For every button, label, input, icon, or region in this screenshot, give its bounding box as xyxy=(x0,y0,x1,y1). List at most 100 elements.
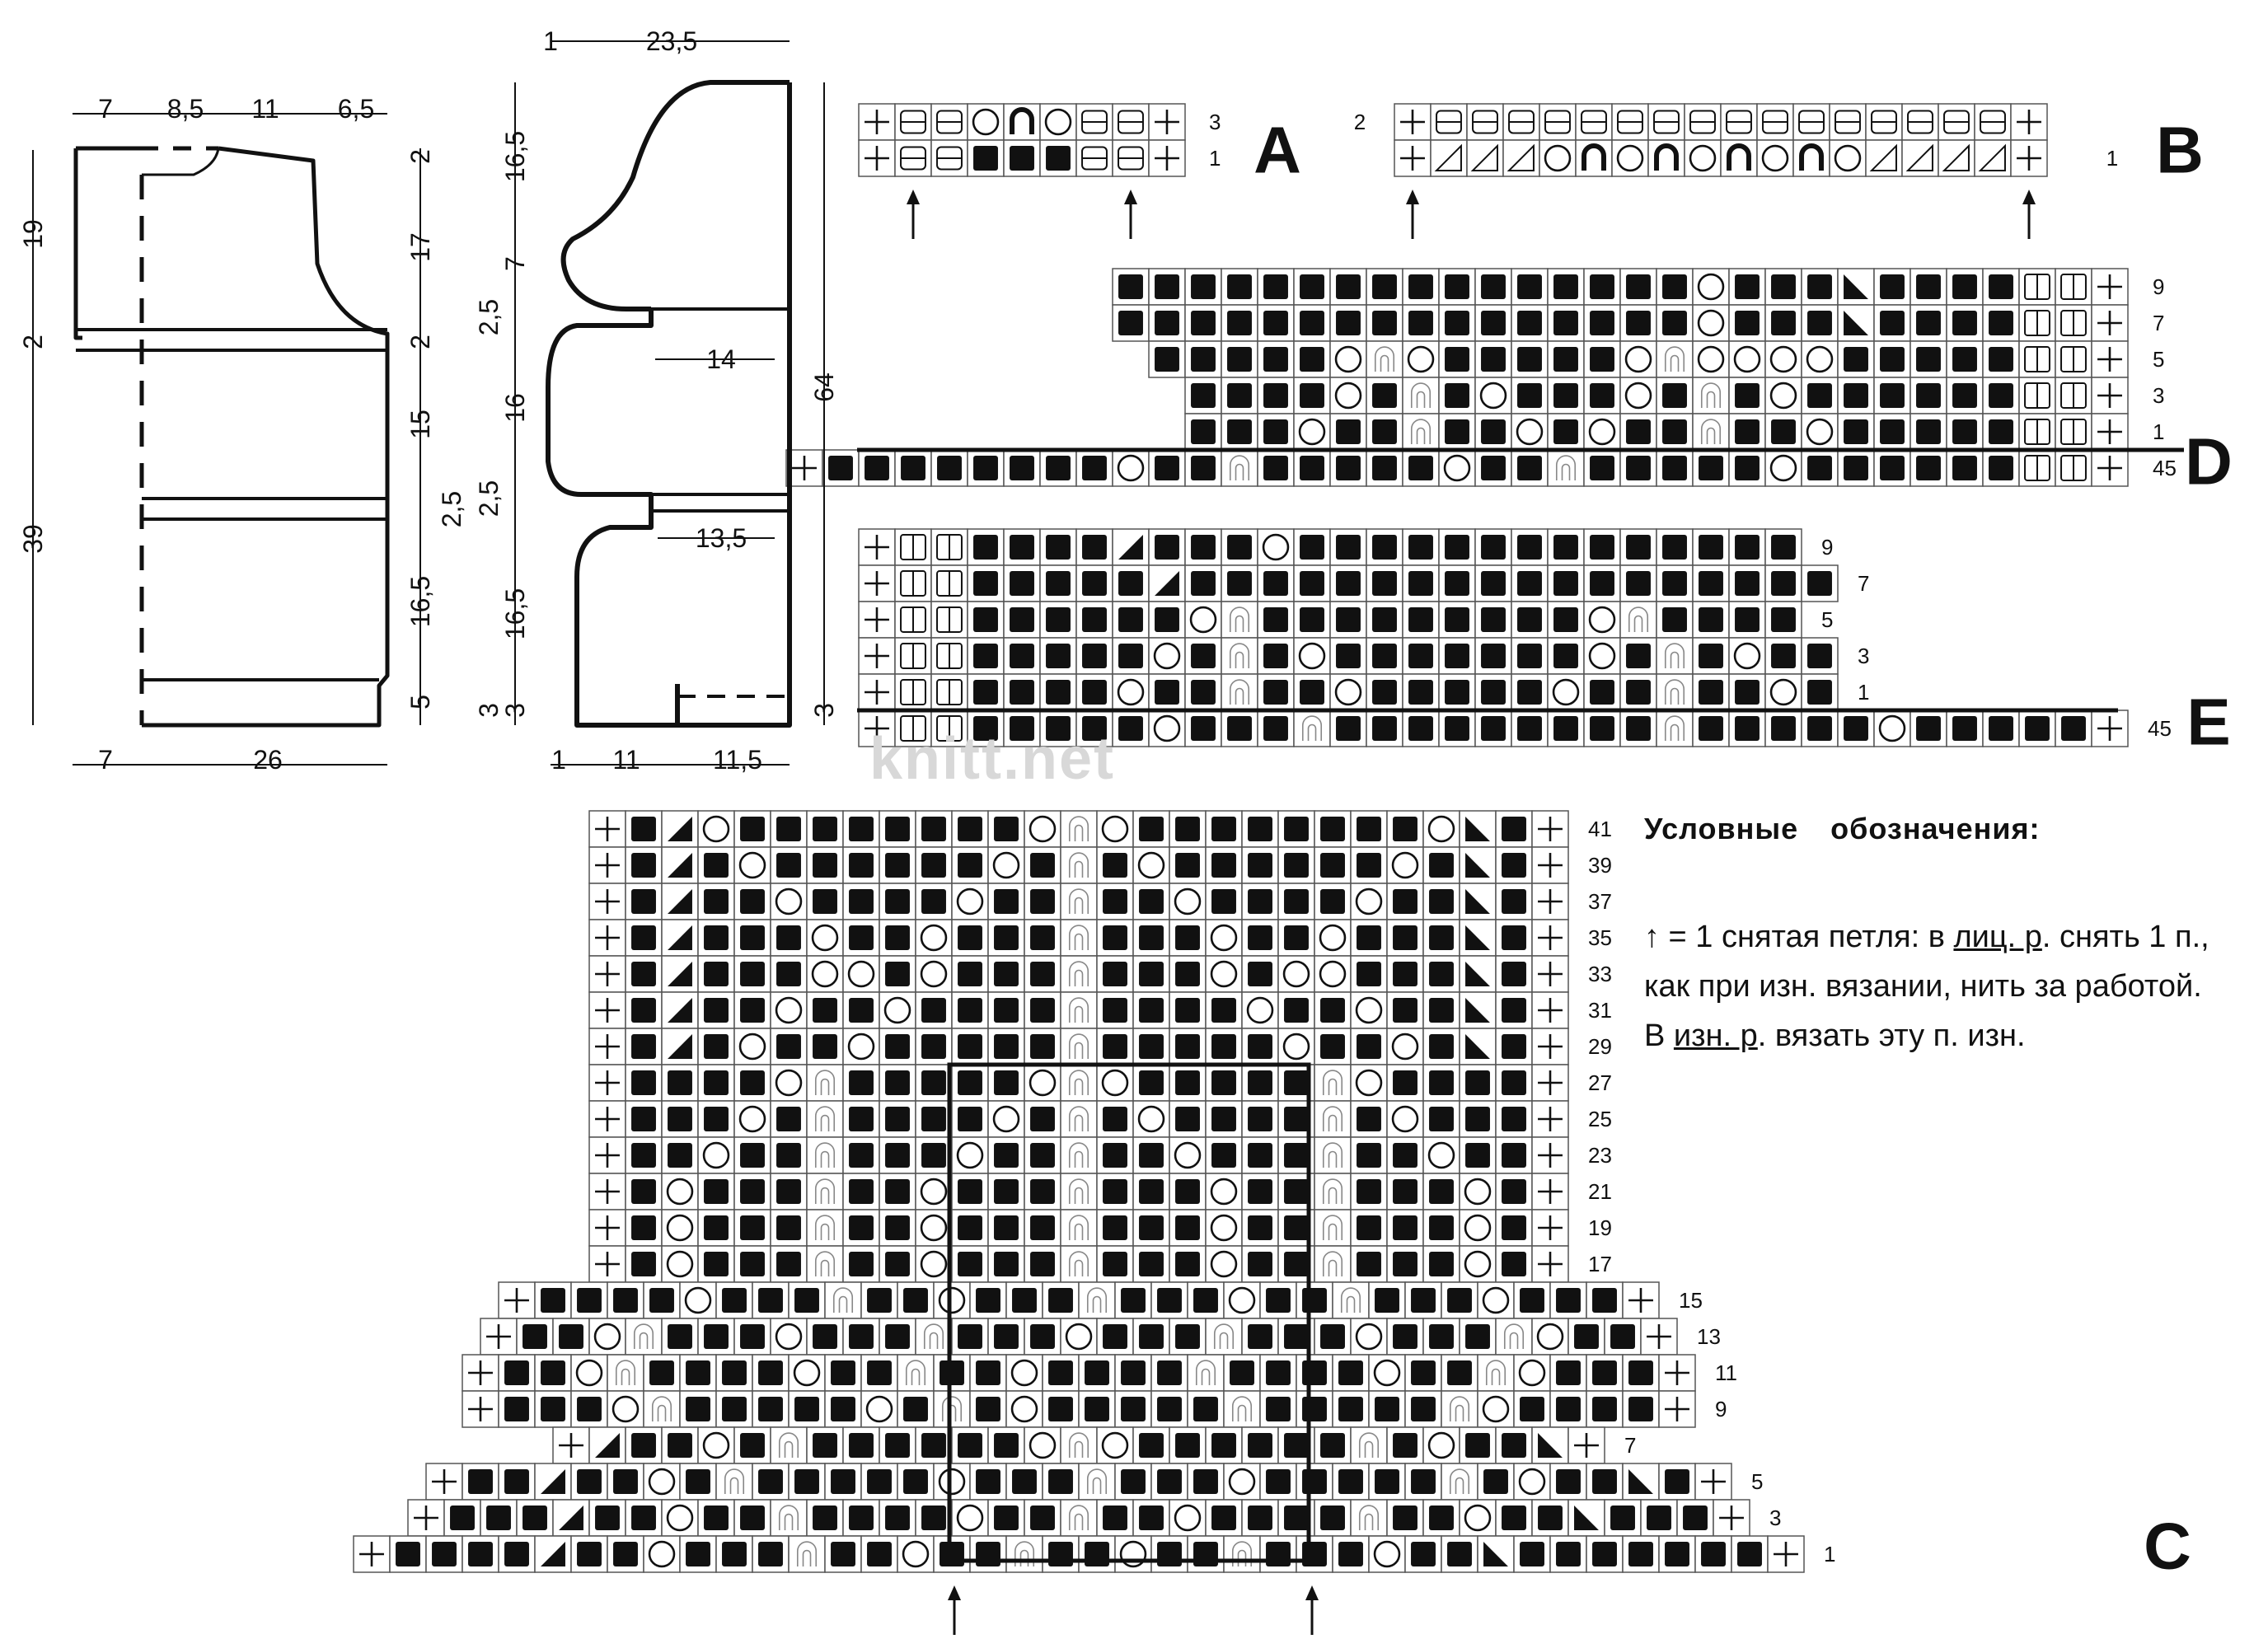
purl-symbol xyxy=(1048,1360,1073,1385)
purl-symbol xyxy=(1248,1070,1272,1095)
purl-symbol xyxy=(1302,1469,1327,1494)
yarn-over-symbol xyxy=(1769,345,1797,373)
yarn-over-symbol xyxy=(1769,382,1797,410)
legend-underline-1: лиц. р xyxy=(1953,920,2042,954)
purl-symbol xyxy=(1248,889,1272,914)
purl-symbol xyxy=(1445,716,1469,741)
purl-symbol xyxy=(921,1506,946,1530)
yarn-over-symbol xyxy=(666,1178,694,1206)
purl-symbol xyxy=(994,1143,1019,1168)
dim-label: 13,5 xyxy=(696,523,747,553)
yarn-over-symbol xyxy=(1427,1141,1455,1169)
twisted-stitch-symbol xyxy=(1485,1360,1507,1385)
yarn-over-symbol xyxy=(793,1359,821,1387)
purl-symbol xyxy=(1447,1288,1472,1313)
purl-symbol xyxy=(1481,680,1506,705)
purl-symbol xyxy=(1408,607,1433,632)
purl-symbol xyxy=(1263,571,1288,596)
purl-symbol xyxy=(776,925,801,950)
twisted-stitch-symbol xyxy=(1340,1287,1361,1313)
purl-symbol xyxy=(1626,716,1651,741)
twisted-stitch-symbol xyxy=(1410,382,1432,408)
bobble-symbol xyxy=(1654,143,1679,171)
yarn-over-symbol xyxy=(938,1468,966,1496)
purl-symbol xyxy=(1408,644,1433,668)
purl-symbol xyxy=(1502,1143,1526,1168)
purl-symbol xyxy=(1211,1034,1236,1059)
purl-symbol xyxy=(2025,716,2050,741)
yarn-over-symbol xyxy=(1153,642,1181,670)
purl-symbol xyxy=(704,1252,729,1276)
purl-symbol xyxy=(1211,1107,1236,1131)
purl-symbol xyxy=(740,1179,765,1204)
purl-symbol xyxy=(1118,311,1143,335)
purl-symbol xyxy=(1157,1469,1182,1494)
twisted-stitch-inner xyxy=(1235,687,1244,705)
purl-symbol xyxy=(1300,535,1324,560)
purl-symbol xyxy=(1502,889,1526,914)
purl-symbol xyxy=(1103,1215,1127,1240)
purl-symbol xyxy=(973,680,998,705)
purl-symbol xyxy=(1155,535,1179,560)
yarn-over-symbol xyxy=(1761,144,1789,172)
legend-text-1: = 1 снятая петля: в xyxy=(1660,920,1954,954)
purl-symbol xyxy=(1590,571,1614,596)
purl-symbol xyxy=(1553,419,1578,444)
purl-symbol xyxy=(1211,1143,1236,1168)
yarn-over-symbol xyxy=(612,1395,640,1423)
purl-symbol xyxy=(903,1288,928,1313)
purl-symbol xyxy=(1048,1397,1073,1421)
purl-symbol xyxy=(1408,535,1433,560)
yarn-over-symbol xyxy=(1210,1178,1238,1206)
purl-symbol xyxy=(1610,1324,1635,1349)
purl-symbol xyxy=(1372,274,1397,299)
purl-symbol xyxy=(1082,571,1107,596)
purl-symbol xyxy=(1191,419,1216,444)
purl-symbol xyxy=(1248,1215,1272,1240)
purl-symbol xyxy=(1916,347,1941,372)
purl-symbol xyxy=(958,1215,982,1240)
twisted-stitch-symbol xyxy=(1664,715,1685,741)
purl-symbol xyxy=(1662,571,1687,596)
purl-symbol xyxy=(722,1542,747,1566)
purl-symbol xyxy=(1284,1070,1309,1095)
purl-symbol xyxy=(849,889,874,914)
twisted-stitch-inner xyxy=(1328,1078,1338,1095)
decrease-outline-symbol xyxy=(1978,143,2006,171)
purl-symbol xyxy=(1010,146,1034,171)
twisted-stitch-inner xyxy=(784,1513,794,1530)
purl-symbol xyxy=(1155,680,1179,705)
purl-symbol xyxy=(1263,347,1288,372)
purl-symbol xyxy=(722,1288,747,1313)
purl-symbol xyxy=(1175,1070,1200,1095)
yarn-over-symbol xyxy=(1427,815,1455,843)
purl-symbol xyxy=(1481,535,1506,560)
purl-symbol xyxy=(1191,535,1216,560)
purl-symbol xyxy=(1553,571,1578,596)
purl-symbol xyxy=(1372,680,1397,705)
purl-symbol xyxy=(1737,1542,1762,1566)
yarn-over-symbol xyxy=(1174,887,1202,915)
arrow-head-icon xyxy=(948,1585,961,1600)
purl-symbol xyxy=(1408,311,1433,335)
twisted-stitch-symbol xyxy=(1014,1541,1035,1566)
decrease-left-symbol xyxy=(1465,998,1490,1023)
purl-symbol xyxy=(1175,1324,1200,1349)
purl-symbol xyxy=(1157,1360,1182,1385)
purl-symbol xyxy=(1662,419,1687,444)
purl-symbol xyxy=(958,1324,982,1349)
purl-symbol xyxy=(849,1506,874,1530)
twisted-stitch-inner xyxy=(1670,724,1680,741)
purl-symbol xyxy=(867,1288,892,1313)
row-number: 7 xyxy=(2153,311,2164,335)
purl-symbol xyxy=(1211,1433,1236,1458)
purl-symbol xyxy=(1520,1288,1544,1313)
purl-symbol xyxy=(1121,1288,1146,1313)
purl-symbol xyxy=(668,1107,692,1131)
purl-symbol xyxy=(994,1433,1019,1458)
dim-label: 16,5 xyxy=(500,588,530,639)
yarn-over-symbol xyxy=(920,960,948,988)
purl-symbol xyxy=(921,889,946,914)
row-number: 3 xyxy=(1769,1506,1781,1530)
